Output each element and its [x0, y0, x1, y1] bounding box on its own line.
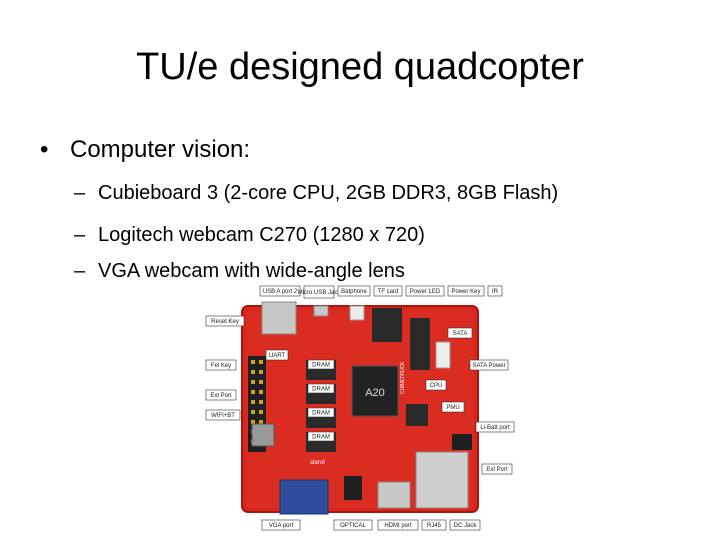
callout-sata: SATA: [447, 327, 473, 339]
dash: –: [74, 260, 86, 282]
svg-text:Reset Key: Reset Key: [211, 319, 239, 325]
svg-text:CPU: CPU: [430, 383, 443, 389]
svg-text:TF card: TF card: [378, 289, 399, 295]
callout-dram-3: DRAM: [307, 407, 335, 418]
svg-text:DRAM: DRAM: [312, 411, 330, 417]
dc-jack: [452, 434, 472, 450]
brand-label: CUBIETRUCK: [400, 361, 406, 394]
svg-text:OPTICAL: OPTICAL: [340, 523, 366, 529]
battery-connector: [349, 305, 365, 321]
callout-optical: OPTICAL: [333, 519, 373, 531]
cpu-chip-label: A20: [365, 387, 385, 399]
slide-title: TU/e designed quadcopter: [136, 46, 584, 88]
svg-text:SATA Power: SATA Power: [472, 363, 505, 369]
svg-text:Ext Port: Ext Port: [210, 393, 232, 399]
optical-connector: [344, 476, 362, 500]
callout-cpu: CPU: [425, 379, 447, 391]
callout-pmu: PMU: [441, 401, 465, 413]
sub-item-cubieboard: –Cubieboard 3 (2-core CPU, 2GB DDR3, 8GB…: [74, 180, 558, 206]
svg-text:PMU: PMU: [446, 405, 459, 411]
svg-text:Fel Key: Fel Key: [211, 363, 231, 369]
svg-text:Li-Batt port: Li-Batt port: [480, 425, 510, 431]
callout-ir: IR: [487, 285, 503, 297]
micro-usb-jack: [313, 305, 329, 317]
callout-bat-power: Batphone: [337, 285, 371, 297]
hdmi-connector: [377, 481, 411, 509]
bullet-text: Computer vision:: [70, 136, 251, 163]
svg-text:DRAM: DRAM: [312, 363, 330, 369]
wifi-bt-module: [251, 423, 275, 447]
callout-sata-power: SATA Power: [469, 359, 509, 371]
sub-item-text: Logitech webcam C270 (1280 x 720): [98, 224, 425, 246]
callout-micro-usb: Micro USB Jack: [298, 285, 342, 299]
callout-ext-port-right: Ext Port: [481, 463, 513, 475]
rj45-connector: [415, 451, 469, 509]
callout-power-key: Power Key: [447, 285, 485, 297]
callout-dram-4: DRAM: [307, 431, 335, 442]
pmu-chip: [406, 404, 428, 426]
svg-text:Power Key: Power Key: [451, 289, 480, 295]
callout-li-batt: Li-Batt port: [475, 421, 515, 433]
svg-text:RJ45: RJ45: [427, 523, 442, 529]
dash: –: [74, 224, 86, 246]
brand-small-label: sterol: [310, 460, 325, 466]
callout-rj45: RJ45: [421, 519, 447, 531]
cubieboard-photo: A20 CUBIETRUCK sterol USB A port 2 Micro…: [205, 285, 515, 531]
callout-wifi-bt: WIFI+BT: [205, 409, 241, 421]
sub-item-vga-webcam: –VGA webcam with wide-angle lens: [74, 258, 405, 282]
svg-text:Power LED: Power LED: [410, 289, 441, 295]
svg-text:HDMI port: HDMI port: [384, 523, 412, 529]
tf-card-slot: [372, 308, 402, 342]
callout-vga-port: VGA port: [261, 519, 301, 531]
callout-hdmi-port: HDMI port: [377, 519, 419, 531]
sata-connector: [410, 318, 430, 370]
svg-text:DRAM: DRAM: [312, 435, 330, 441]
svg-text:DRAM: DRAM: [312, 387, 330, 393]
svg-text:Micro USB Jack: Micro USB Jack: [298, 290, 342, 296]
svg-text:WIFI+BT: WIFI+BT: [211, 413, 235, 419]
vga-connector: [279, 479, 329, 515]
svg-text:Ext Port: Ext Port: [486, 467, 508, 473]
svg-text:SATA: SATA: [453, 331, 468, 337]
callout-tf-card: TF card: [373, 285, 403, 297]
sub-item-text: Cubieboard 3 (2-core CPU, 2GB DDR3, 8GB …: [98, 182, 559, 204]
sub-item-logitech: –Logitech webcam C270 (1280 x 720): [74, 222, 425, 248]
svg-text:DC Jack: DC Jack: [454, 523, 478, 529]
callout-ext-port-left: Ext Port: [205, 389, 237, 401]
callout-power-led: Power LED: [405, 285, 445, 297]
svg-text:IR: IR: [492, 289, 499, 295]
usb-a-port: [261, 301, 297, 335]
callout-usb-a-port2: USB A port 2: [259, 285, 301, 297]
cpu-chip: [351, 365, 399, 417]
callout-dram-1: DRAM: [307, 359, 335, 370]
callout-uart: UART: [265, 349, 289, 361]
svg-text:USB A port 2: USB A port 2: [263, 289, 298, 295]
sub-item-text: VGA webcam with wide-angle lens: [98, 260, 405, 282]
svg-text:UART: UART: [269, 353, 286, 359]
callout-fel-key: Fel Key: [205, 359, 237, 371]
dash: –: [74, 182, 86, 204]
callout-reset-key: Reset Key: [205, 315, 245, 327]
svg-text:Batphone: Batphone: [341, 289, 367, 295]
svg-text:VGA port: VGA port: [269, 523, 294, 529]
callout-dc-jack: DC Jack: [449, 519, 481, 531]
callout-dram-2: DRAM: [307, 383, 335, 394]
sata-power-connector: [435, 341, 451, 369]
bullet-dot: •: [40, 136, 49, 163]
bullet-computer-vision: • Computer vision:: [40, 134, 250, 166]
